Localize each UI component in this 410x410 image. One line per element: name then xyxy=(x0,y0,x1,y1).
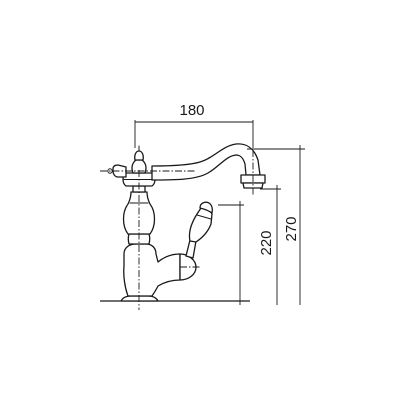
grip-band xyxy=(196,214,212,220)
side-knob-tip xyxy=(107,168,113,174)
lower-body xyxy=(123,243,181,297)
handle-stem xyxy=(185,239,197,259)
total-height-label: 270 xyxy=(283,216,300,241)
dimension-spout-height xyxy=(260,185,281,305)
porcelain-grip xyxy=(188,207,213,243)
dimension-outlet-height: 220 xyxy=(218,201,275,305)
dimension-total-height: 270 xyxy=(247,145,305,305)
grip-cap xyxy=(199,201,214,214)
reach-label: 180 xyxy=(179,102,204,119)
base-flange xyxy=(120,295,159,302)
dimension-reach: 180 xyxy=(134,102,254,148)
spout xyxy=(151,143,266,189)
lever-handle xyxy=(179,201,214,281)
finial-knob xyxy=(134,150,144,161)
outlet-height-label: 220 xyxy=(258,230,275,255)
